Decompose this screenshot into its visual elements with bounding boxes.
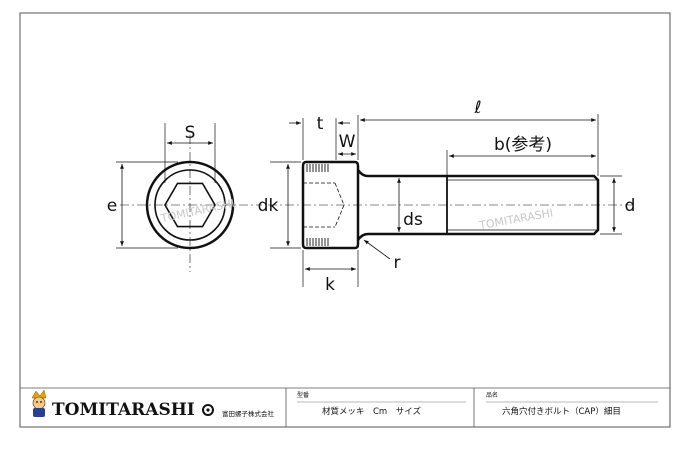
label-s: S	[185, 123, 196, 143]
nut-logo-icon	[202, 404, 214, 416]
label-r: r	[394, 253, 401, 273]
label-k: k	[325, 275, 335, 295]
label-ds: ds	[403, 210, 423, 230]
head-inner-circle	[154, 169, 226, 241]
side-view: TOMITARASHI t W ℓ b(参考) dk ds d r	[258, 98, 636, 295]
hex-socket-shape	[164, 182, 216, 228]
material-text: 材質メッキ Cm サイズ	[322, 406, 421, 417]
end-view: S e TOMITARASHI	[107, 123, 262, 272]
head-outer-circle	[145, 160, 235, 250]
title-block: 型番 品名 材質メッキ Cm サイズ 六角穴付きボルト（CAP）細目 TOMIT…	[20, 387, 670, 427]
label-e: e	[107, 196, 117, 216]
product-label: 品名	[486, 391, 498, 399]
mascot-icon	[31, 389, 47, 417]
label-w: W	[339, 132, 356, 152]
label-dk: dk	[258, 196, 279, 216]
bolt-shank-outline	[356, 169, 600, 241]
label-t: t	[317, 114, 324, 134]
label-b: b(参考)	[494, 135, 552, 155]
watermark-end-view: TOMITARASHI	[159, 197, 236, 225]
watermark-side-view: TOMITARASHI	[477, 206, 554, 232]
bolt-head-outline	[301, 160, 360, 250]
brand-name: TOMITARASHI	[52, 400, 195, 420]
r-leader-line	[363, 239, 391, 260]
model-label: 型番	[297, 391, 309, 399]
company-name: 富田螺子株式会社	[222, 409, 275, 418]
sheet-border	[19, 12, 671, 428]
socket-hidden-cone	[334, 182, 345, 228]
product-name: 六角穴付きボルト（CAP）細目	[502, 406, 621, 417]
head-knurling	[306, 164, 329, 246]
label-l: ℓ	[473, 98, 481, 118]
label-d: d	[625, 196, 636, 216]
